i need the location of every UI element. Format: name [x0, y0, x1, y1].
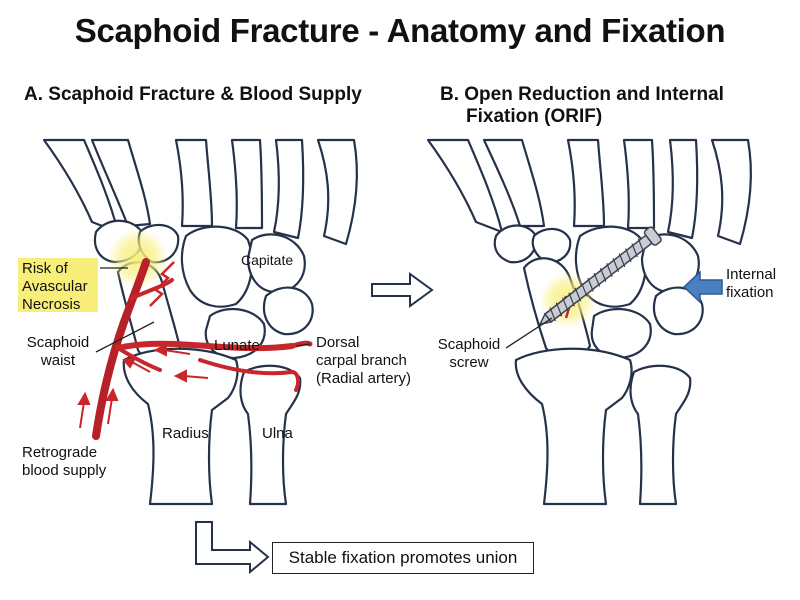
- retrograde-line2: blood supply: [22, 462, 107, 479]
- ulna-label: Ulna: [262, 425, 293, 442]
- artery-network: [92, 258, 313, 440]
- panel-a-heading: A. Scaphoid Fracture & Blood Supply: [24, 84, 362, 105]
- panel-b-heading-line1: B. Open Reduction and Internal: [440, 84, 724, 105]
- dorsal-line1: Dorsal: [316, 334, 360, 351]
- lunate-label: Lunate: [214, 337, 260, 354]
- panel-transition-arrow: [371, 272, 434, 308]
- conclusion-callout: Stable fixation promotes union: [272, 542, 534, 574]
- scaphoid-screw-line2: screw: [449, 354, 489, 371]
- avn-label-line2: Avascular: [22, 278, 88, 295]
- scaphoid-waist-line1: Scaphoid: [26, 334, 90, 351]
- scaphoid-screw: [538, 226, 662, 326]
- panel-b-bones: [426, 138, 752, 506]
- retrograde-label: Retrograde blood supply: [22, 444, 106, 480]
- capitate-label: Capitate: [241, 252, 294, 268]
- avn-label: Risk of Avascular Necrosis: [22, 260, 88, 314]
- panel-b-heading-line2: Fixation (ORIF): [466, 106, 603, 127]
- internal-fixation-arrow: [682, 270, 723, 304]
- dorsal-line3: (Radial artery): [316, 370, 412, 387]
- page-title: Scaphoid Fracture - Anatomy and Fixation: [74, 12, 726, 49]
- fracture-line: [149, 261, 175, 307]
- flow-arrows: [77, 343, 209, 429]
- scaphoid-screw-label: Scaphoid screw: [434, 336, 504, 372]
- internal-fixation-line2: fixation: [726, 284, 774, 301]
- scaphoid-screw-line1: Scaphoid: [437, 336, 501, 353]
- avn-label-line3: Necrosis: [22, 296, 81, 313]
- internal-fixation-line1: Internal: [726, 266, 777, 283]
- dorsal-branch-label: Dorsal carpal branch (Radial artery): [316, 334, 411, 388]
- avn-label-line1: Risk of: [22, 260, 68, 277]
- retrograde-line1: Retrograde: [22, 444, 98, 461]
- scaphoid-waist-line2: waist: [40, 352, 76, 369]
- internal-fixation-label: Internal fixation: [726, 266, 776, 302]
- result-arrow: [195, 521, 270, 575]
- panel-a-leaders: [95, 267, 311, 353]
- screw-leader: [505, 317, 553, 349]
- scaphoid-waist-label: Scaphoid waist: [20, 334, 96, 370]
- dorsal-line2: carpal branch: [316, 352, 407, 369]
- radius-label: Radius: [162, 425, 209, 442]
- avn-highlight-box: [18, 258, 98, 312]
